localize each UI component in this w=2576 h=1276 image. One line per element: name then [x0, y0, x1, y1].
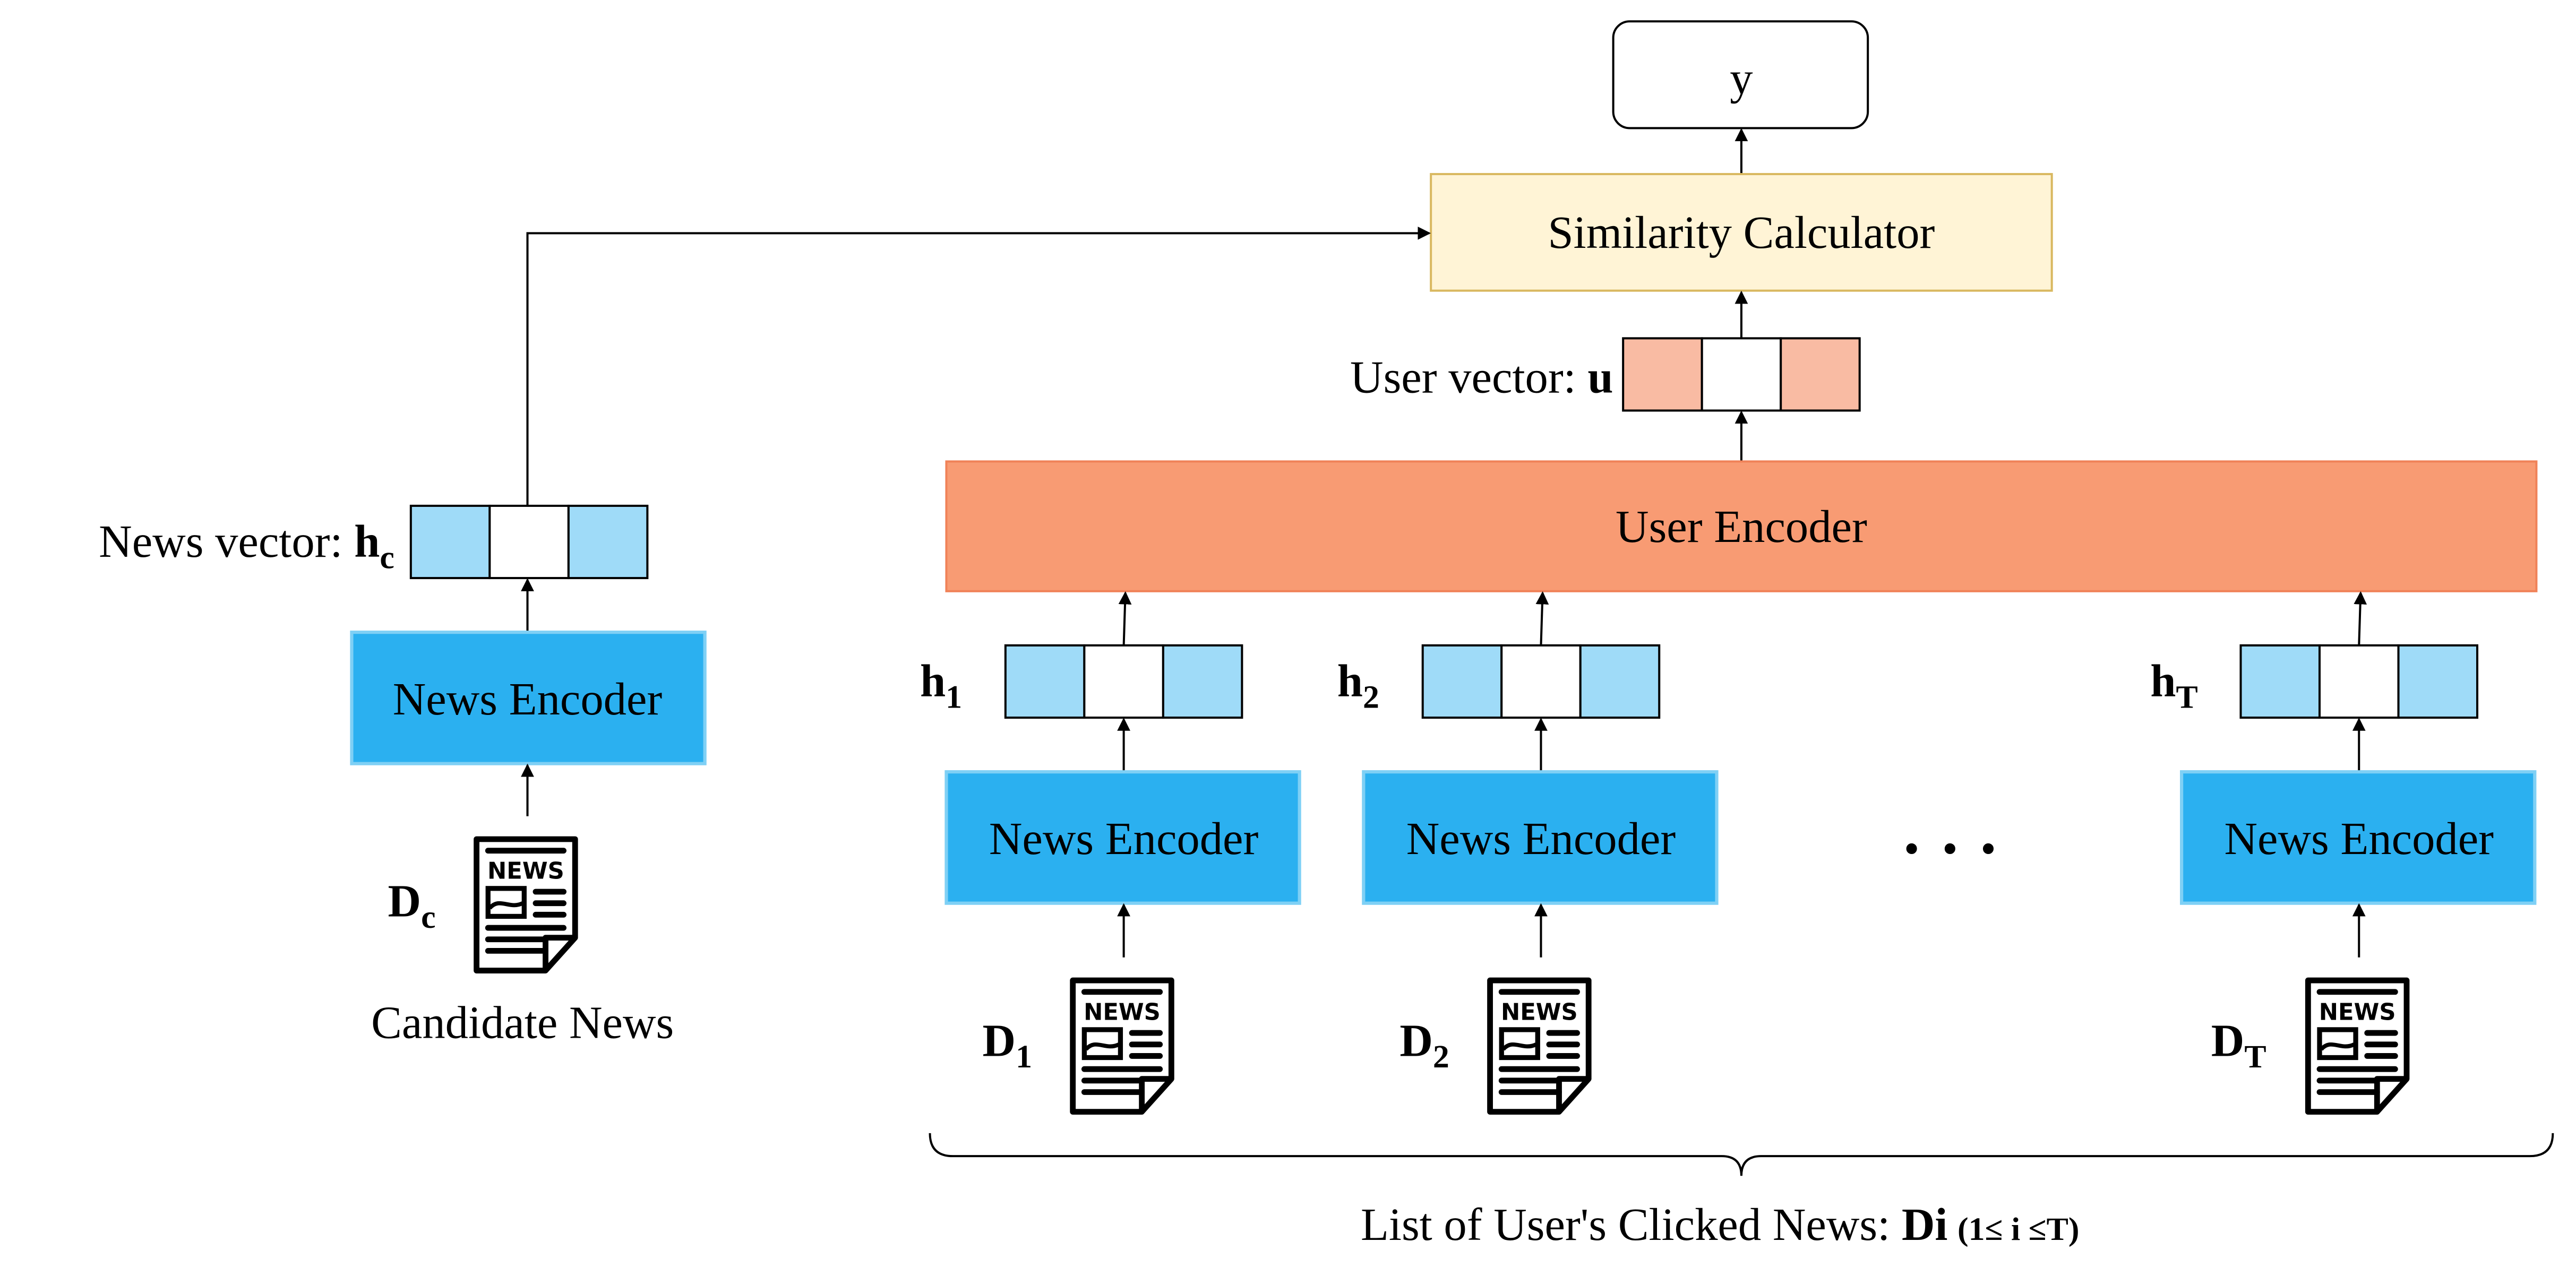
candidate-doc-label: Dc	[388, 875, 436, 935]
clicked-news-caption: List of User's Clicked News: Di(1≤ i ≤T)	[1361, 1199, 2079, 1250]
h-label: h2	[1337, 656, 1379, 715]
candidate-news-caption: Candidate News	[371, 997, 674, 1048]
user-encoder-label: User Encoder	[1616, 501, 1867, 552]
vector-cell	[409, 504, 491, 580]
vector-cell	[567, 504, 649, 580]
vector-cell	[1622, 337, 1703, 412]
user-vector: User vector: u	[1350, 337, 1861, 412]
ellipsis: · · ·	[1901, 812, 1999, 885]
vector-cell	[1004, 644, 1086, 719]
arrow-vector-to-user-encoder	[1535, 591, 1549, 645]
vector-cell	[1083, 644, 1164, 719]
output-label: y	[1730, 53, 1753, 104]
vector-cell	[2318, 644, 2400, 719]
output-node: y	[1612, 20, 1869, 130]
curly-brace	[929, 1133, 2554, 1176]
arrow-candidate-to-similarity	[526, 226, 1431, 506]
doc-label: D2	[1399, 1015, 1449, 1075]
news-encoder: News Encoder	[2180, 770, 2537, 905]
vector-cell	[1162, 644, 1243, 719]
user-vector-label: User vector: u	[1350, 351, 1613, 402]
newspaper-icon	[2308, 980, 2407, 1112]
doc-label: DT	[2211, 1015, 2266, 1075]
newspaper-icon	[1073, 980, 1172, 1112]
h-label: hT	[2150, 656, 2197, 715]
news-vector-label: News vector: hc	[99, 516, 394, 576]
newspaper-icon	[477, 839, 576, 971]
candidate-news-vector: News vector: hc	[99, 504, 649, 580]
news-encoder-label: News Encoder	[1406, 813, 1676, 864]
vector-cell	[1579, 644, 1661, 719]
arrow-vector-to-user-encoder	[2354, 591, 2367, 645]
h-label: h1	[920, 656, 962, 715]
newspaper-icon	[1490, 980, 1589, 1112]
vector-cell	[488, 504, 570, 580]
news-encoder: News Encoder	[1362, 770, 1719, 905]
news-encoder-label: News Encoder	[393, 674, 663, 725]
similarity-calculator: Similarity Calculator	[1430, 173, 2053, 292]
similarity-label: Similarity Calculator	[1548, 207, 1935, 258]
doc-label: D1	[983, 1015, 1032, 1075]
candidate-news-encoder: News Encoder	[350, 631, 707, 765]
news-encoder-label: News Encoder	[989, 813, 1259, 864]
vector-cell	[1421, 644, 1503, 719]
news-encoder-label: News Encoder	[2224, 813, 2494, 864]
vector-cell	[1500, 644, 1582, 719]
arrow-vector-to-user-encoder	[1118, 591, 1132, 645]
news-encoder: News Encoder	[944, 770, 1301, 905]
vector-cell	[1701, 337, 1782, 412]
user-encoder: User Encoder	[945, 460, 2538, 592]
vector-cell	[2239, 644, 2321, 719]
vector-cell	[2397, 644, 2479, 719]
vector-cell	[1780, 337, 1861, 412]
